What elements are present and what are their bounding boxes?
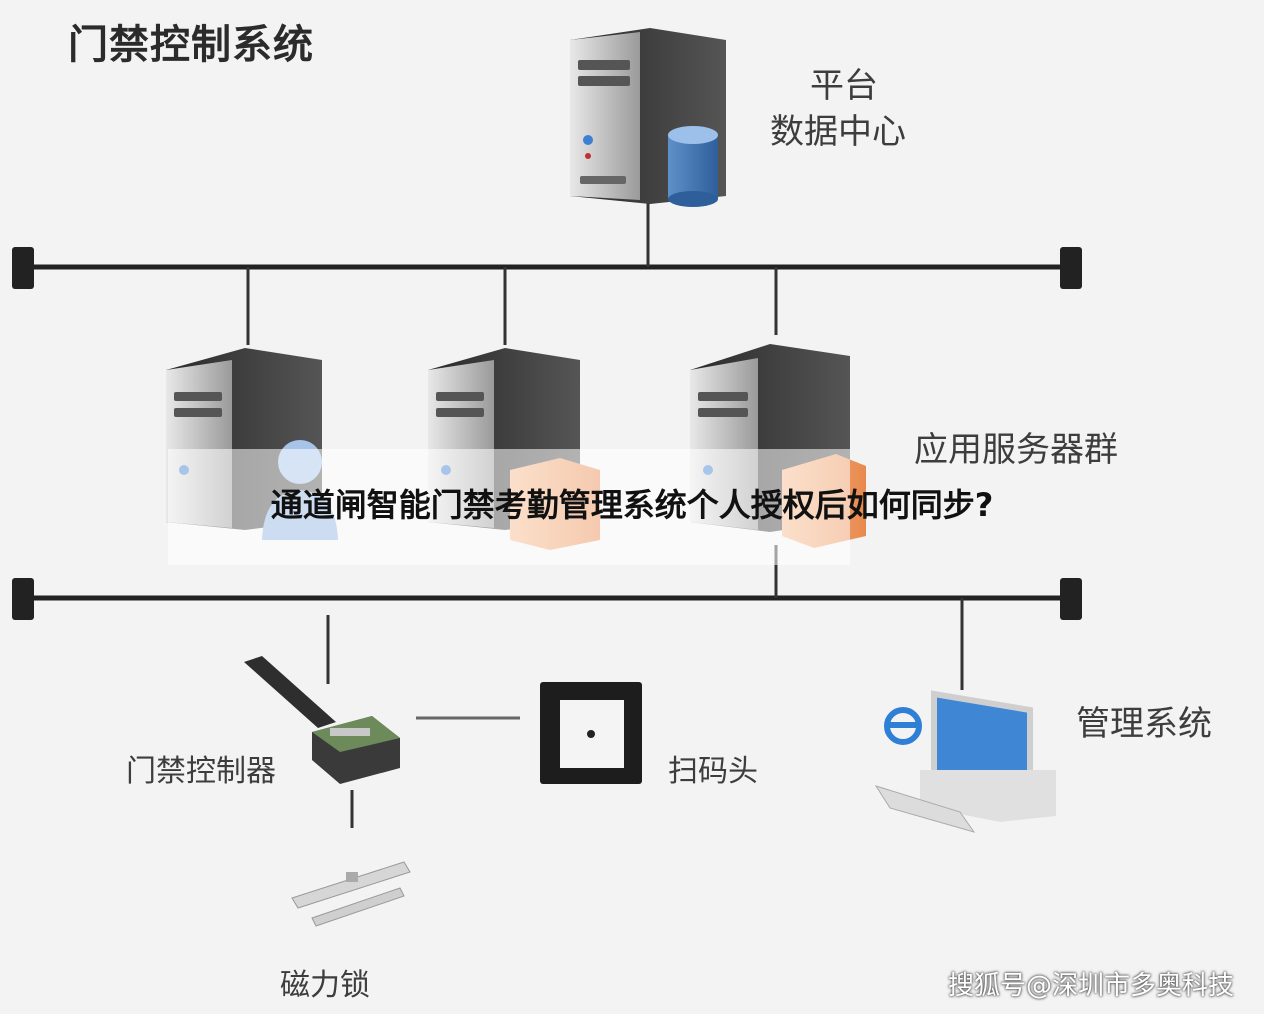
- top-bus: [12, 200, 1082, 345]
- app-servers-label: 应用服务器群: [914, 430, 1118, 470]
- platform-label-line1: 平台: [810, 66, 878, 106]
- watermark: 搜狐号@深圳市多奥科技: [947, 971, 1234, 1001]
- ie-browser-icon: [884, 707, 922, 745]
- qr-scanner-icon: [540, 682, 642, 784]
- lock-label: 磁力锁: [280, 968, 370, 1003]
- controller-box-icon: [244, 656, 400, 784]
- computer-icon: [874, 690, 1056, 833]
- bottom-bus: [12, 545, 1082, 828]
- page-title: 门禁控制系统: [68, 22, 314, 68]
- controller-label: 门禁控制器: [126, 754, 276, 789]
- database-icon: [668, 126, 718, 207]
- magnetic-lock-icon: [291, 861, 411, 927]
- headline: 通道闸智能门禁考勤管理系统个人授权后如何同步?: [270, 486, 994, 524]
- scanner-label: 扫码头: [668, 754, 758, 789]
- platform-label-line2: 数据中心: [770, 112, 906, 152]
- mgmt-label: 管理系统: [1076, 704, 1212, 744]
- headline-overlay: [168, 449, 850, 565]
